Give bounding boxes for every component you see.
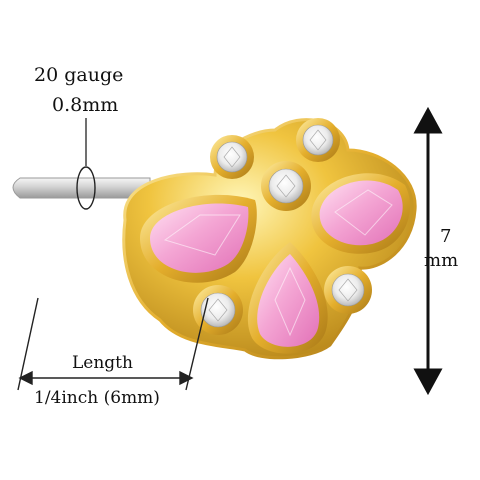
height-dimension bbox=[413, 106, 443, 396]
length-dimension bbox=[17, 297, 209, 391]
clear-gem bbox=[302, 124, 334, 156]
pink-gem-left bbox=[150, 203, 249, 273]
clear-gem bbox=[331, 273, 365, 307]
clear-gems bbox=[200, 124, 365, 328]
gauge-mm-label: 0.8mm bbox=[52, 94, 119, 116]
height-value: 7 bbox=[440, 226, 452, 247]
gauge-label: 20 gauge bbox=[34, 64, 124, 86]
height-unit: mm bbox=[424, 250, 459, 271]
pink-gem-right bbox=[319, 180, 403, 246]
length-value: 1/4inch (6mm) bbox=[34, 388, 160, 408]
length-label: Length bbox=[72, 353, 133, 373]
clear-gem bbox=[216, 141, 248, 173]
pink-gem-bottom bbox=[257, 254, 320, 347]
clear-gem bbox=[268, 168, 304, 204]
clear-gem bbox=[200, 292, 236, 328]
pink-gems bbox=[150, 180, 403, 347]
